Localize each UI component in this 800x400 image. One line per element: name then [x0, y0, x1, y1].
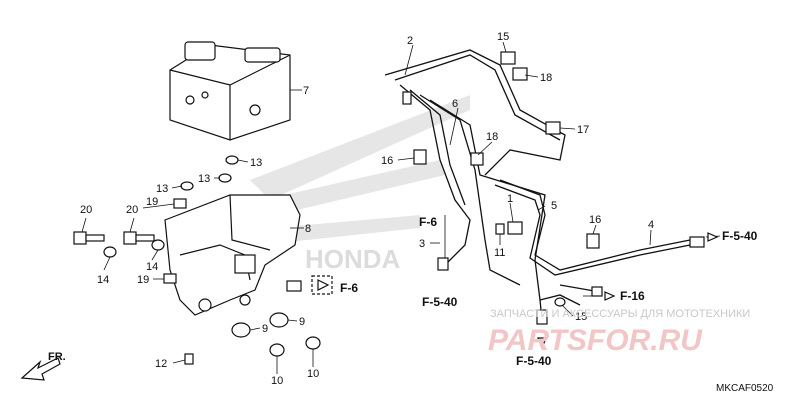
clip-19-top — [173, 198, 187, 209]
washer-14-left — [103, 246, 117, 258]
clamp-16-right — [586, 233, 600, 249]
ref-f6-bracket: F-6 — [340, 281, 358, 295]
callout-7: 7 — [303, 85, 309, 97]
callout-11: 11 — [494, 247, 505, 259]
callout-14-right: 14 — [146, 261, 158, 273]
callout-2: 2 — [407, 35, 413, 47]
callout-20-left: 20 — [80, 204, 92, 216]
ref-f5-40-left: F-5-40 — [422, 295, 458, 309]
callout-16-right: 16 — [589, 214, 601, 226]
pipe-fitting-6 — [437, 257, 449, 271]
watermark-brand: PARTSFOR.RU — [488, 324, 703, 357]
callout-10-left: 10 — [271, 375, 283, 387]
pipe-fitting-2 — [402, 91, 412, 105]
callout-6: 3 — [419, 238, 425, 250]
callout-9-right: 9 — [299, 316, 305, 328]
clamp-16-left — [413, 149, 427, 165]
pipe-fitting-f16 — [591, 286, 603, 297]
clamp-17 — [545, 121, 561, 135]
honda-logo-text: HONDA — [305, 244, 401, 274]
callout-15-bottom: 15 — [575, 311, 587, 323]
callout-8: 8 — [305, 223, 311, 235]
grommet-13-low — [218, 173, 232, 183]
watermark-caption: ЗАПЧАСТИ И АКСЕССУАРЫ ДЛЯ МОТОТЕХНИКИ — [490, 308, 750, 320]
arrow-f5-40-right — [707, 232, 719, 242]
bolt-20-left — [73, 231, 105, 245]
callout-19-bottom: 19 — [137, 274, 149, 286]
bolt-12 — [184, 353, 194, 365]
callout-18-mid: 18 — [486, 131, 498, 143]
pipe-fitting-bottom — [536, 309, 548, 325]
callout-13-low: 13 — [198, 173, 210, 185]
callout-18-top: 18 — [540, 72, 552, 84]
ref-f5-40-bottom: F-5-40 — [516, 354, 552, 368]
callout-9-left: 9 — [262, 323, 268, 335]
callout-1: 1 — [507, 193, 513, 205]
clamp-15-top — [500, 51, 516, 65]
clip-19-bottom — [163, 273, 177, 284]
ref-f16: F-16 — [620, 289, 645, 303]
bolt-20-right — [123, 231, 155, 245]
arrow-f16 — [604, 291, 616, 301]
fr-label: FR. — [48, 351, 66, 363]
front-direction-arrow: FR. — [20, 351, 66, 381]
bolt-11 — [495, 223, 505, 235]
callout-14-left: 14 — [97, 274, 109, 286]
callout-4: 5 — [551, 200, 557, 212]
ref-f6-pipe: F-6 — [419, 215, 437, 229]
callout-5: 6 — [452, 98, 458, 110]
callout-20-right: 20 — [126, 204, 138, 216]
clamp-18-mid — [470, 152, 484, 166]
grommet-13-top — [225, 155, 239, 165]
callout-13-mid: 13 — [156, 183, 168, 195]
clamp-18-top — [512, 67, 528, 81]
pipe-fitting-3 — [689, 236, 705, 248]
callout-12: 12 — [155, 358, 167, 370]
callout-3: 4 — [648, 219, 654, 231]
clip-15-bottom — [554, 297, 566, 307]
rubber-mount-9-right — [269, 312, 289, 328]
brake-pipes — [384, 49, 705, 325]
callout-17: 17 — [577, 124, 589, 136]
callout-16-left: 16 — [381, 155, 393, 167]
ref-f5-40-right: F-5-40 — [722, 229, 758, 243]
abs-modulator-unit — [169, 41, 291, 141]
modulator-bracket — [164, 194, 301, 316]
callout-19-top: 19 — [146, 196, 158, 208]
callout-15-top: 15 — [497, 31, 509, 43]
bolt-f6-bracket — [286, 280, 302, 292]
grommet-13-mid — [180, 181, 194, 191]
washer-14-right — [151, 239, 165, 251]
rubber-mount-9-left — [231, 322, 251, 338]
collar-10-right — [305, 336, 321, 350]
callout-10-right: 10 — [307, 368, 319, 380]
collar-10-left — [269, 343, 285, 357]
pipe-joint-1 — [507, 221, 523, 235]
arrow-f5-40-bottom — [537, 337, 547, 350]
diagram-code: MKCAF0520 — [716, 383, 774, 394]
f6-ref-arrow — [317, 279, 330, 291]
callout-13-top: 13 — [250, 157, 262, 169]
